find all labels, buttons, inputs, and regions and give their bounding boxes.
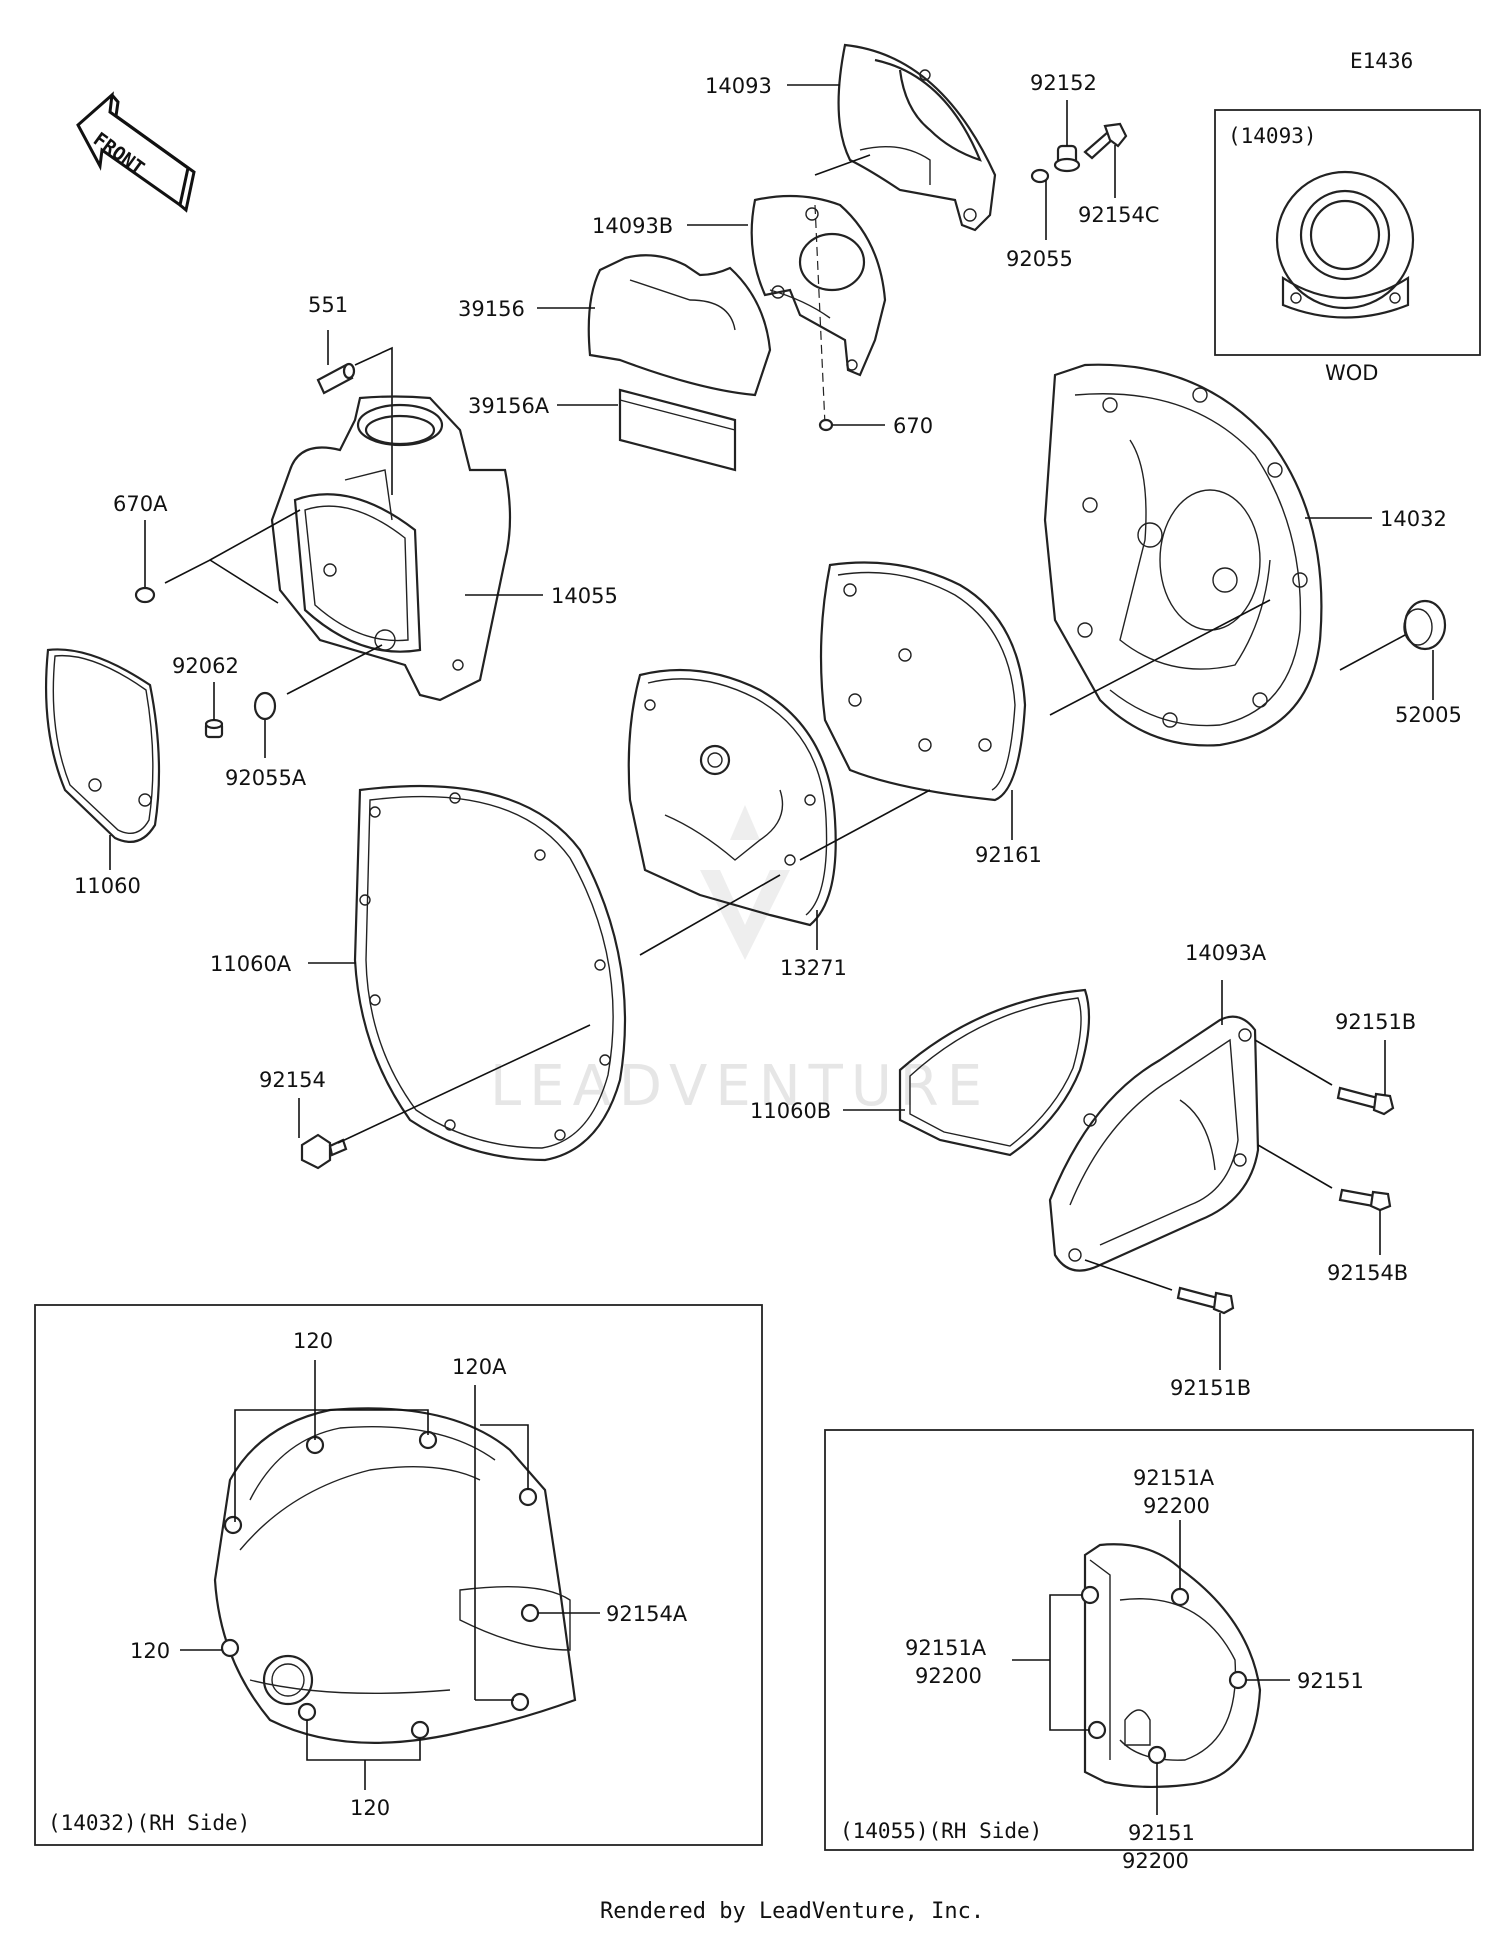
inset-wod: (14093) WOD [1214, 109, 1481, 385]
rh-14055-cover-drawing [1080, 1543, 1262, 1788]
callout-11060B: 11060B [750, 1099, 831, 1123]
part-14093B-inner-cover [750, 194, 887, 377]
part-52005-seal [1403, 599, 1447, 651]
rh14055-left-line1: 92151A [905, 1636, 987, 1660]
callout-92151B-bottom: 92151B [1170, 1376, 1251, 1400]
callout-551: 551 [308, 293, 348, 317]
wod-cover-drawing [1275, 170, 1415, 319]
callout-39156: 39156 [458, 297, 525, 321]
part-11060A-gasket [353, 784, 627, 1162]
part-92154C-bolt [1083, 122, 1128, 160]
part-14055-housing [270, 395, 512, 702]
rh14032-callout-120-bottom: 120 [350, 1796, 390, 1820]
part-670A-oring [134, 586, 156, 604]
rh14032-callout-92154A: 92154A [606, 1602, 688, 1626]
rh14055-bottom-line2: 92200 [1122, 1849, 1189, 1873]
callout-14093B: 14093B [592, 214, 673, 238]
rh-14032-cover-drawing [213, 1407, 577, 1744]
part-92154-bolt [300, 1133, 348, 1170]
callout-92152: 92152 [1030, 71, 1097, 95]
rh14055-callout-right: 92151 [1297, 1669, 1364, 1693]
inset-rh-14032: 120 120A 92154A 120 120 (14032)(RH Side) [34, 1304, 763, 1846]
rh14032-callout-120A: 120A [452, 1355, 507, 1379]
inset-wod-header: (14093) [1228, 124, 1317, 148]
callout-670: 670 [893, 414, 933, 438]
part-551-dowel-pin [316, 362, 356, 395]
rh14032-callout-120-left: 120 [130, 1639, 170, 1663]
part-92152-bushing [1053, 144, 1081, 173]
part-13271-plate [627, 668, 837, 927]
callout-11060A: 11060A [210, 952, 292, 976]
callout-11060: 11060 [74, 874, 141, 898]
part-92154B-bolt [1338, 1188, 1392, 1212]
callout-92154: 92154 [259, 1068, 326, 1092]
part-92062-plug [204, 718, 224, 739]
callout-92055: 92055 [1006, 247, 1073, 271]
alignment-line-670 [814, 204, 826, 426]
part-92055-washer [1030, 168, 1050, 184]
rh14055-bottom-line1: 92151 [1128, 1821, 1195, 1845]
part-14032-cover [1043, 363, 1323, 747]
callout-92161: 92161 [975, 843, 1042, 867]
rh14055-title: (14055)(RH Side) [840, 1819, 1042, 1843]
part-39156A-seal [618, 388, 737, 472]
callout-14093: 14093 [705, 74, 772, 98]
callout-14093A: 14093A [1185, 941, 1267, 965]
part-11060B-gasket [898, 988, 1091, 1157]
front-arrow-icon: FRONT [76, 91, 196, 213]
rh14055-top-line1: 92151A [1133, 1466, 1215, 1490]
callout-14032: 14032 [1380, 507, 1447, 531]
part-11060-gasket [44, 648, 161, 843]
callout-92062: 92062 [172, 654, 239, 678]
part-14093A-cover [1048, 1015, 1260, 1272]
callout-92154C: 92154C [1078, 203, 1159, 227]
rh14055-left-line2: 92200 [915, 1664, 982, 1688]
watermark-text: LEADVENTURE [490, 1054, 990, 1119]
callout-92055A: 92055A [225, 766, 307, 790]
callout-670A: 670A [113, 492, 168, 516]
part-92151B-bolt-bottom [1176, 1286, 1235, 1315]
part-670-oring [818, 418, 834, 432]
part-14093-cover [837, 43, 997, 232]
callout-92154B: 92154B [1327, 1261, 1408, 1285]
footer-credit: Rendered by LeadVenture, Inc. [600, 1899, 984, 1924]
callout-13271: 13271 [780, 956, 847, 980]
callout-14055: 14055 [551, 584, 618, 608]
part-92151B-bolt-top [1336, 1086, 1395, 1116]
part-92055A-oring [253, 691, 277, 721]
callout-39156A: 39156A [468, 394, 550, 418]
inset-rh-14055: 92151A 92200 92151A 92200 92151 92151 92… [824, 1429, 1474, 1873]
callout-52005: 52005 [1395, 703, 1462, 727]
diagram-code: E1436 [1350, 49, 1413, 73]
inset-wod-label: WOD [1325, 361, 1378, 385]
rh14055-top-line2: 92200 [1143, 1494, 1210, 1518]
part-92161-plate [819, 561, 1027, 802]
rh14032-title: (14032)(RH Side) [48, 1811, 250, 1835]
callout-92151B-top: 92151B [1335, 1010, 1416, 1034]
part-39156-plate [587, 254, 772, 397]
rh14032-callout-120-top: 120 [293, 1329, 333, 1353]
